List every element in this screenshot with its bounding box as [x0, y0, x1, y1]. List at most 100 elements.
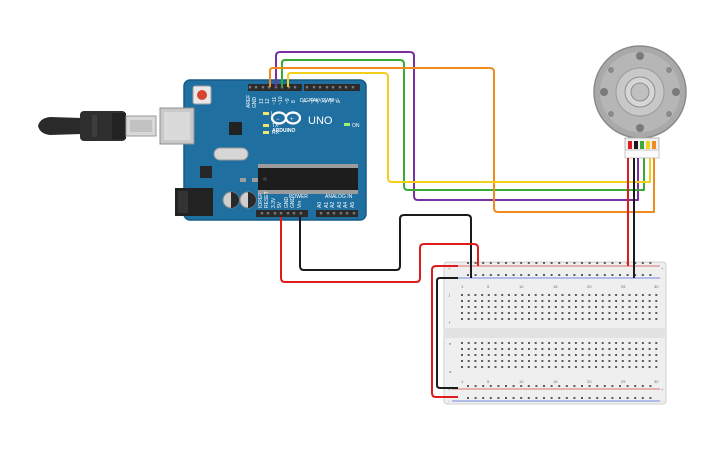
terminal-hole[interactable] [655, 306, 658, 308]
terminal-hole[interactable] [628, 300, 631, 302]
terminal-hole[interactable] [487, 294, 490, 296]
header-pin[interactable] [267, 86, 271, 89]
terminal-hole[interactable] [568, 318, 571, 320]
terminal-hole[interactable] [648, 306, 651, 308]
terminal-hole[interactable] [574, 294, 577, 296]
header-pin[interactable] [312, 86, 316, 89]
header-pin[interactable] [293, 86, 297, 89]
terminal-hole[interactable] [554, 354, 557, 356]
terminal-hole[interactable] [628, 294, 631, 296]
terminal-hole[interactable] [467, 366, 470, 368]
terminal-hole[interactable] [494, 318, 497, 320]
terminal-hole[interactable] [534, 312, 537, 314]
terminal-hole[interactable] [541, 294, 544, 296]
terminal-hole[interactable] [655, 300, 658, 302]
terminal-hole[interactable] [548, 306, 551, 308]
terminal-hole[interactable] [648, 366, 651, 368]
terminal-hole[interactable] [588, 294, 591, 296]
terminal-hole[interactable] [595, 318, 597, 320]
terminal-hole[interactable] [608, 342, 611, 344]
terminal-hole[interactable] [501, 318, 504, 320]
terminal-hole[interactable] [507, 366, 510, 368]
terminal-hole[interactable] [554, 342, 557, 344]
terminal-hole[interactable] [548, 318, 551, 320]
terminal-hole[interactable] [474, 342, 477, 344]
rail-hole[interactable] [649, 262, 652, 264]
rail-hole[interactable] [641, 274, 644, 276]
terminal-hole[interactable] [568, 348, 571, 350]
rail-hole[interactable] [489, 397, 492, 399]
rail-hole[interactable] [626, 274, 629, 276]
terminal-hole[interactable] [514, 294, 517, 296]
rail-hole[interactable] [482, 385, 485, 387]
rail-hole[interactable] [596, 262, 599, 264]
terminal-hole[interactable] [561, 318, 564, 320]
terminal-hole[interactable] [568, 354, 571, 356]
terminal-hole[interactable] [487, 348, 490, 350]
terminal-hole[interactable] [467, 294, 470, 296]
rail-hole[interactable] [467, 262, 469, 264]
terminal-hole[interactable] [534, 294, 537, 296]
rail-hole[interactable] [588, 385, 591, 387]
terminal-hole[interactable] [648, 300, 651, 302]
terminal-hole[interactable] [554, 306, 557, 308]
header-pin[interactable] [261, 86, 265, 89]
terminal-hole[interactable] [541, 354, 544, 356]
rail-hole[interactable] [497, 385, 500, 387]
rail-hole[interactable] [543, 385, 545, 387]
terminal-hole[interactable] [595, 300, 597, 302]
terminal-hole[interactable] [474, 354, 477, 356]
terminal-hole[interactable] [648, 348, 651, 350]
rail-hole[interactable] [474, 385, 477, 387]
header-pin[interactable] [280, 86, 284, 89]
terminal-hole[interactable] [528, 318, 530, 320]
rail-hole[interactable] [512, 397, 515, 399]
terminal-hole[interactable] [487, 312, 490, 314]
terminal-hole[interactable] [595, 306, 597, 308]
terminal-hole[interactable] [501, 300, 504, 302]
terminal-hole[interactable] [615, 300, 618, 302]
terminal-hole[interactable] [608, 294, 611, 296]
terminal-hole[interactable] [534, 342, 537, 344]
terminal-hole[interactable] [648, 360, 651, 362]
terminal-hole[interactable] [494, 342, 497, 344]
terminal-hole[interactable] [621, 348, 624, 350]
terminal-hole[interactable] [648, 294, 651, 296]
rail-hole[interactable] [489, 262, 492, 264]
terminal-hole[interactable] [507, 294, 510, 296]
terminal-hole[interactable] [528, 354, 530, 356]
terminal-hole[interactable] [601, 360, 604, 362]
terminal-hole[interactable] [595, 360, 597, 362]
terminal-hole[interactable] [534, 300, 537, 302]
rail-hole[interactable] [634, 274, 637, 276]
terminal-hole[interactable] [534, 348, 537, 350]
terminal-hole[interactable] [521, 360, 524, 362]
rail-hole[interactable] [581, 274, 583, 276]
rail-hole[interactable] [596, 397, 599, 399]
rail-hole[interactable] [596, 385, 599, 387]
rail-hole[interactable] [505, 385, 507, 387]
terminal-hole[interactable] [561, 348, 564, 350]
terminal-hole[interactable] [588, 300, 591, 302]
terminal-hole[interactable] [601, 348, 604, 350]
terminal-hole[interactable] [494, 354, 497, 356]
terminal-hole[interactable] [615, 306, 618, 308]
rail-hole[interactable] [467, 274, 469, 276]
terminal-hole[interactable] [507, 312, 510, 314]
terminal-hole[interactable] [655, 360, 658, 362]
terminal-hole[interactable] [561, 306, 564, 308]
terminal-hole[interactable] [641, 366, 644, 368]
terminal-hole[interactable] [621, 306, 624, 308]
terminal-hole[interactable] [534, 318, 537, 320]
terminal-hole[interactable] [648, 342, 651, 344]
header-pin[interactable] [352, 212, 356, 215]
terminal-hole[interactable] [474, 318, 477, 320]
rail-hole[interactable] [603, 262, 606, 264]
terminal-hole[interactable] [561, 360, 564, 362]
terminal-hole[interactable] [514, 366, 517, 368]
terminal-hole[interactable] [494, 306, 497, 308]
terminal-hole[interactable] [608, 348, 611, 350]
rail-hole[interactable] [641, 262, 644, 264]
rail-hole[interactable] [573, 262, 576, 264]
terminal-hole[interactable] [581, 354, 584, 356]
